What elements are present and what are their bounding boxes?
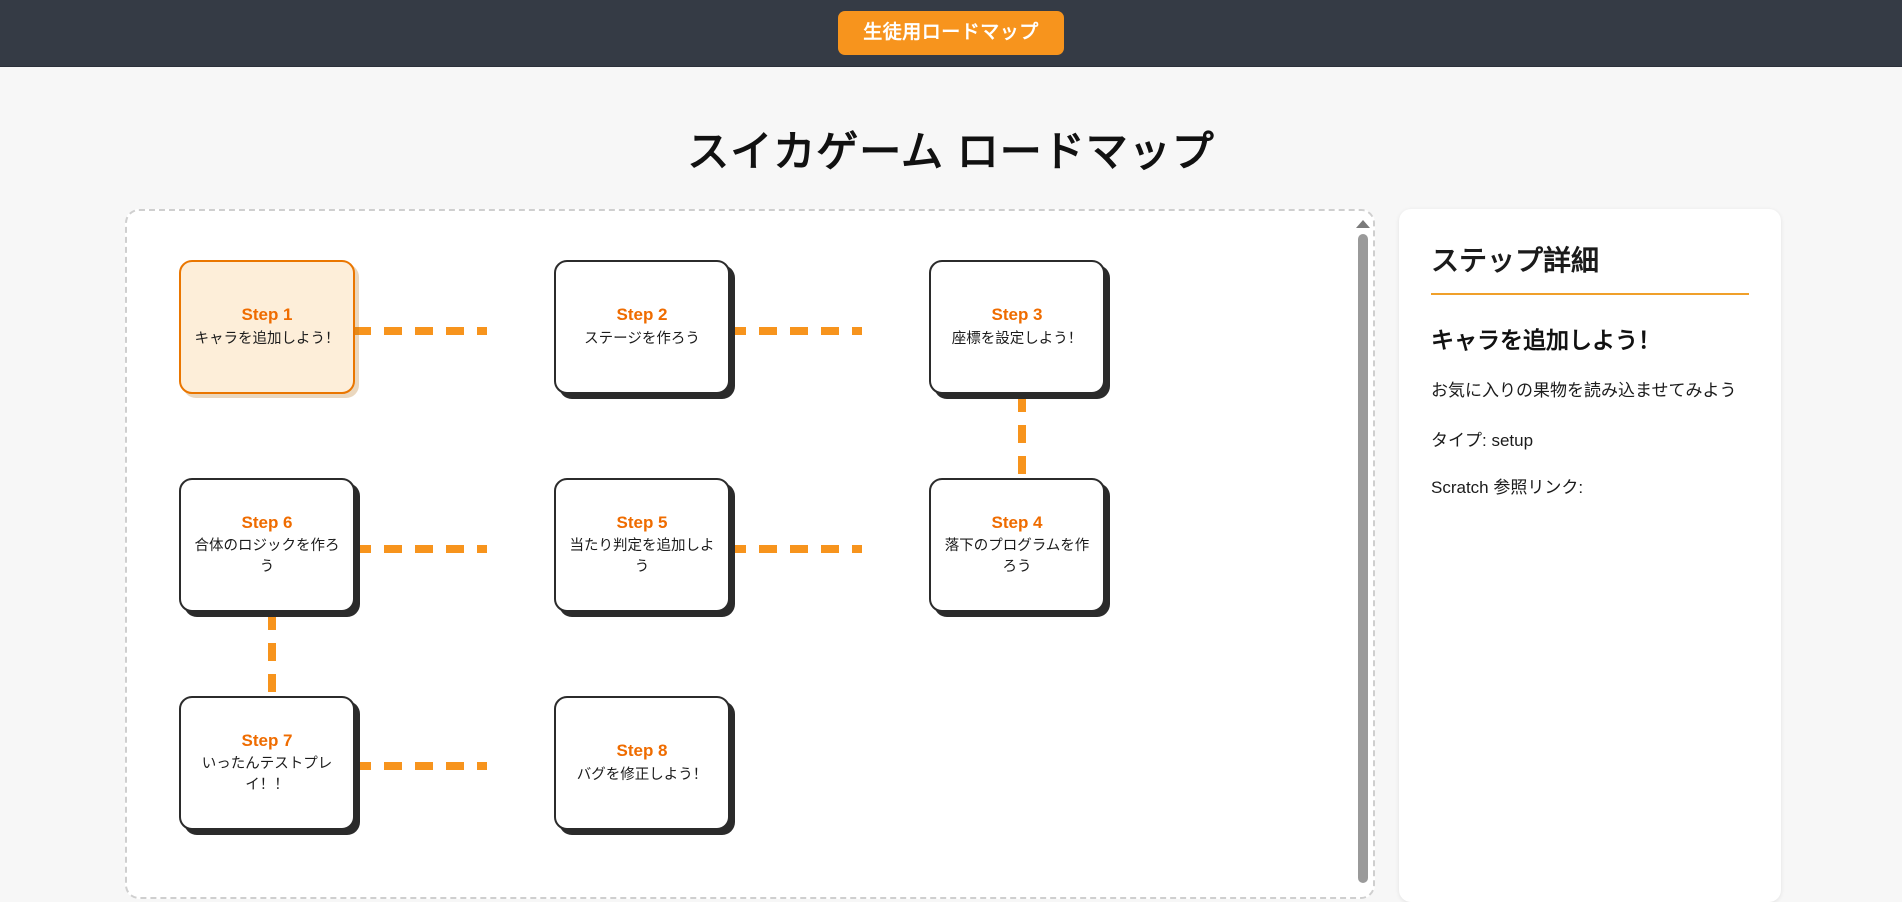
step-label: Step 3 — [991, 305, 1043, 325]
step-label: Step 5 — [616, 512, 668, 532]
step-node-step-1[interactable]: Step 1 キャラを追加しよう！ — [179, 260, 355, 394]
step-label: Step 1 — [241, 305, 293, 325]
detail-step-title: キャラを追加しよう！ — [1431, 327, 1661, 353]
step-node-step-4[interactable]: Step 4 落下のプログラムを作ろう — [929, 478, 1105, 612]
step-detail-panel: ステップ詳細 キャラを追加しよう！ お気に入りの果物を読み込ませてみよう タイプ… — [1399, 209, 1781, 902]
scrollbar-thumb[interactable] — [1358, 234, 1368, 883]
step-label: Step 4 — [991, 512, 1043, 532]
step-title: いったんテストプレイ！！ — [201, 756, 333, 794]
detail-panel-heading: ステップ詳細 — [1431, 239, 1749, 295]
connector-step7-step8 — [322, 762, 487, 770]
connector-step4-step5 — [697, 545, 862, 553]
connector-step5-step6 — [322, 545, 487, 553]
step-title: 当たり判定を追加しよう — [569, 538, 715, 576]
detail-step-type: タイプ: setup — [1431, 430, 1534, 450]
scroll-up-arrow-icon[interactable] — [1356, 220, 1370, 228]
step-label: Step 2 — [616, 305, 668, 325]
step-label: Step 7 — [241, 730, 293, 750]
connector-step6-step7 — [268, 612, 276, 709]
content-area: Step 1 キャラを追加しよう！ Step 2 ステージを作ろう Step 3… — [0, 209, 1902, 902]
student-roadmap-button[interactable]: 生徒用ロードマップ — [838, 10, 1064, 56]
connector-step3-step4 — [1018, 394, 1026, 491]
roadmap-canvas[interactable]: Step 1 キャラを追加しよう！ Step 2 ステージを作ろう Step 3… — [125, 209, 1375, 899]
connector-step2-step3 — [697, 327, 862, 335]
step-title: 落下のプログラムを作ろう — [944, 538, 1090, 576]
step-node-step-8[interactable]: Step 8 バグを修正しよう！ — [554, 696, 730, 830]
step-label: Step 6 — [241, 512, 293, 532]
top-bar: 生徒用ロードマップ — [0, 0, 1902, 67]
connector-step1-step2 — [322, 327, 487, 335]
detail-scratch-reference-label: Scratch 参照リンク: — [1431, 477, 1584, 497]
step-label: Step 8 — [616, 741, 668, 761]
step-node-step-2[interactable]: Step 2 ステージを作ろう — [554, 260, 730, 394]
page-title: スイカゲーム ロードマップ — [687, 128, 1215, 175]
step-node-step-3[interactable]: Step 3 座標を設定しよう！ — [929, 260, 1105, 394]
step-title: キャラを追加しよう！ — [194, 330, 340, 347]
step-node-step-6[interactable]: Step 6 合体のロジックを作ろう — [179, 478, 355, 612]
step-title: ステージを作ろう — [584, 330, 700, 347]
step-node-step-7[interactable]: Step 7 いったんテストプレイ！！ — [179, 696, 355, 830]
detail-step-description: お気に入りの果物を読み込ませてみよう — [1431, 381, 1737, 400]
step-node-step-5[interactable]: Step 5 当たり判定を追加しよう — [554, 478, 730, 612]
step-title: 合体のロジックを作ろう — [194, 538, 340, 576]
canvas-vertical-scrollbar[interactable] — [1353, 211, 1373, 897]
step-title: バグを修正しよう！ — [576, 766, 708, 783]
step-title: 座標を設定しよう！ — [951, 330, 1083, 347]
